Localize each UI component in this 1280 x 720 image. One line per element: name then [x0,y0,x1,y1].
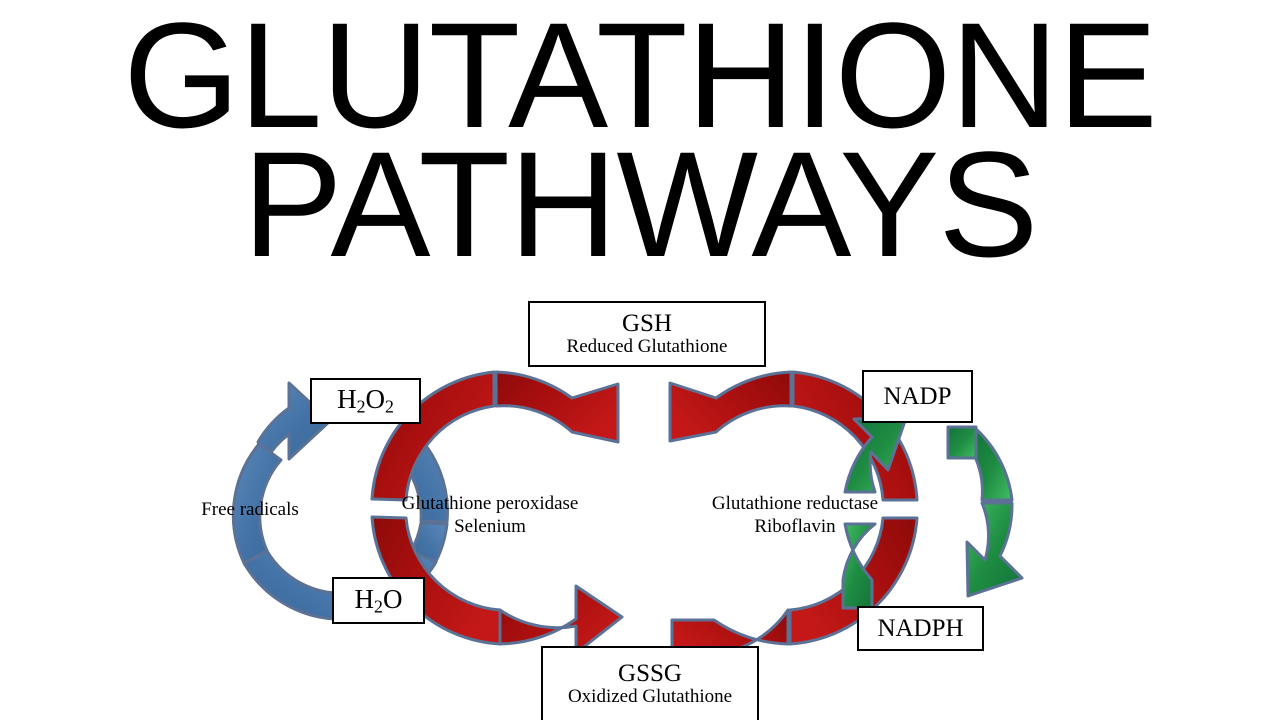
node-nadp: NADP [862,370,973,423]
formula-sub-2b: 2 [385,396,394,417]
formula-h: H [354,583,375,614]
node-water-formula: H2O [355,584,403,617]
label-selenium: Selenium [454,516,526,538]
formula-h: H [337,384,357,415]
page-title: GLUTATHIONE PATHWAYS [0,0,1280,288]
formula-o: O [365,384,386,415]
node-nadp-title: NADP [883,383,952,410]
formula-o: O [382,583,403,614]
label-glutathione-peroxidase-line1: Glutathione peroxidase [401,493,579,514]
page-title-line-2: PATHWAYS [242,119,1039,288]
label-glutathione-reductase: Glutathione reductase Riboflavin [685,492,905,538]
label-free-radicals: Free radicals [201,499,299,520]
label-glutathione-reductase-line1: Glutathione reductase [711,493,879,514]
formula-sub-2a: 2 [356,396,366,417]
node-gssg-title: GSSG [618,660,682,688]
node-hydrogen-peroxide: H2O2 [310,378,421,424]
label-riboflavin: Riboflavin [754,516,836,538]
red-arrow-gsh-left [370,370,620,502]
node-gsh-title: GSH [621,310,672,338]
node-gsh: GSH Reduced Glutathione [528,301,766,367]
node-hydrogen-peroxide-formula: H2O2 [337,384,394,417]
node-gssg-subtitle: Oxidized Glutathione [567,686,733,708]
page-title-line-1: GLUTATHIONE [123,0,1158,159]
node-gssg: GSSG Oxidized Glutathione [541,646,759,720]
blue-arc-lower-left [242,549,348,621]
node-nadph-title: NADPH [877,615,964,642]
label-glutathione-peroxidase: Glutathione peroxidase Selenium [380,492,600,538]
green-arrow-nadph [946,425,1024,598]
green-arc-lower-left [841,522,877,610]
node-gsh-subtitle: Reduced Glutathione [566,336,728,358]
node-nadph: NADPH [857,606,984,651]
node-water: H2O [332,577,425,624]
formula-sub-2: 2 [374,596,383,617]
